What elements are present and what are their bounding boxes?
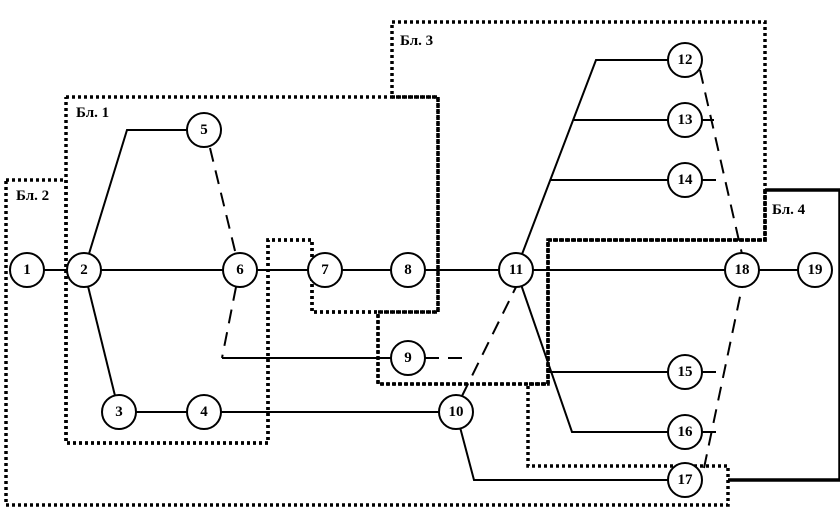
node-10-label: 10 — [449, 404, 464, 420]
block-1-label: Бл. 1 — [76, 105, 109, 121]
edge-11-12 — [515, 59, 685, 271]
node-4-label: 4 — [200, 404, 208, 420]
node-8: 8 — [390, 252, 426, 288]
node-17-label: 17 — [678, 472, 694, 488]
node-9-label: 9 — [404, 350, 412, 366]
node-7-label: 7 — [321, 262, 329, 278]
node-13: 13 — [667, 102, 703, 138]
node-3: 3 — [101, 394, 137, 430]
block-3-label: Бл. 3 — [400, 33, 433, 49]
block-4-boundary — [526, 188, 840, 482]
node-13-label: 13 — [678, 112, 693, 128]
node-12: 12 — [667, 42, 703, 78]
block-4-label: Бл. 4 — [772, 202, 806, 218]
block-2-boundary — [4, 178, 840, 507]
node-11-label: 11 — [509, 262, 523, 278]
node-14-label: 14 — [678, 172, 694, 188]
node-16: 16 — [667, 414, 703, 450]
node-6-label: 6 — [236, 262, 244, 278]
node-18: 18 — [724, 252, 760, 288]
node-1-label: 1 — [23, 262, 31, 278]
node-19: 19 — [797, 252, 833, 288]
edge-2-3 — [83, 269, 120, 413]
node-2-label: 2 — [80, 262, 88, 278]
node-1: 1 — [9, 252, 45, 288]
node-11: 11 — [498, 252, 534, 288]
dep-17-18 — [703, 286, 743, 469]
node-5-label: 5 — [200, 122, 208, 138]
dep-6-4 — [221, 286, 237, 359]
node-18-label: 18 — [735, 262, 750, 278]
node-17: 17 — [667, 462, 703, 498]
node-10: 10 — [438, 394, 474, 430]
edge-10-17 — [455, 411, 685, 481]
node-14: 14 — [667, 162, 703, 198]
dep-5-6 — [209, 147, 237, 256]
node-15-label: 15 — [678, 364, 693, 380]
dep-12-18 — [699, 69, 743, 255]
node-15: 15 — [667, 354, 703, 390]
node-7: 7 — [307, 252, 343, 288]
block-2-label: Бл. 2 — [16, 188, 49, 204]
node-5: 5 — [186, 112, 222, 148]
node-16-label: 16 — [678, 424, 694, 440]
node-2: 2 — [66, 252, 102, 288]
block-3-boundary — [376, 20, 767, 386]
node-6: 6 — [222, 252, 258, 288]
node-12-label: 12 — [678, 52, 693, 68]
edge-11-16 — [515, 269, 685, 433]
node-9: 9 — [390, 340, 426, 376]
node-19-label: 19 — [808, 262, 823, 278]
edge-2-5 — [83, 129, 204, 271]
node-3-label: 3 — [115, 404, 123, 420]
node-8-label: 8 — [404, 262, 412, 278]
node-4: 4 — [186, 394, 222, 430]
dep-10-11 — [461, 286, 517, 397]
